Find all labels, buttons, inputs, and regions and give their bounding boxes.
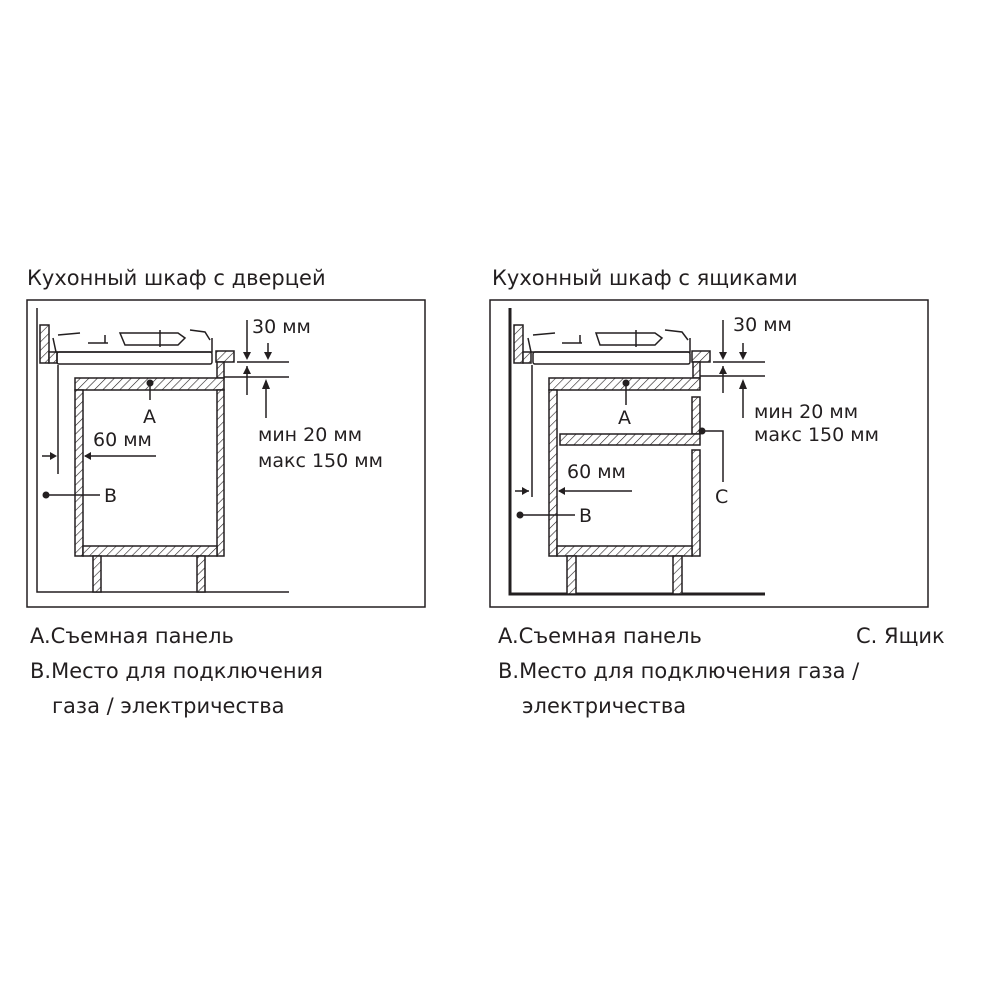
drawer-c: [559, 433, 701, 446]
left-frame: [26, 299, 426, 608]
label-a: A: [143, 406, 156, 428]
legend-a: A.Съемная панель: [498, 624, 702, 648]
cabinet-bottom: [82, 545, 218, 557]
leg: [92, 555, 102, 593]
leg: [196, 555, 206, 593]
dim-30mm: 30 мм: [252, 316, 311, 338]
legend-b-cont: электричества: [522, 694, 686, 718]
legend-b-cont: газа / электричества: [52, 694, 284, 718]
front-strip: [216, 361, 225, 379]
point-a: [146, 379, 154, 387]
cabinet-side-right: [216, 389, 225, 557]
point-c: [698, 427, 706, 435]
countertop-left: [522, 351, 532, 364]
drawer-front-upper: [691, 396, 701, 435]
dim-max: макс 150 мм: [258, 450, 383, 472]
right-frame: [489, 299, 929, 608]
countertop-left: [48, 351, 58, 364]
dim-min: мин 20 мм: [754, 401, 858, 423]
countertop-right: [691, 350, 711, 363]
leg: [672, 555, 683, 595]
arrowheads: [516, 352, 747, 519]
dim-max: макс 150 мм: [754, 424, 879, 446]
legend-a: A.Съемная панель: [30, 624, 234, 648]
drawer-front-lower: [691, 449, 701, 557]
point-a: [622, 379, 630, 387]
label-b: B: [104, 485, 117, 507]
wall-block: [39, 324, 50, 364]
legend-b: B.Место для подключения: [30, 659, 323, 683]
countertop-right: [215, 350, 235, 363]
cabinet-side-left: [548, 389, 558, 557]
cabinet-bottom: [556, 545, 693, 557]
arrowheads: [42, 352, 272, 499]
cabinet-with-door-diagram: Кухонный шкаф с дверцей 30 мм мин 20 мм …: [26, 266, 426, 718]
right-title: Кухонный шкаф с ящиками: [492, 266, 798, 290]
label-b: B: [579, 505, 592, 527]
dim-min: мин 20 мм: [258, 424, 362, 446]
dimension-lines: [42, 320, 289, 496]
dim-30mm: 30 мм: [733, 314, 792, 336]
hob: [52, 329, 213, 365]
dim-60mm: 60 мм: [567, 461, 626, 483]
wall-block: [513, 324, 524, 364]
dim-60mm: 60 мм: [93, 429, 152, 451]
legend-c: C. Ящик: [856, 624, 945, 648]
front-strip: [692, 361, 701, 379]
point-b: [42, 491, 50, 499]
label-c: C: [715, 486, 728, 508]
left-title: Кухонный шкаф с дверцей: [27, 266, 326, 290]
label-a: A: [618, 407, 631, 429]
legend-b: B.Место для подключения газа /: [498, 659, 860, 683]
point-b: [516, 511, 524, 519]
leg: [566, 555, 577, 595]
cabinet-with-drawers-diagram: Кухонный шкаф с ящиками 30 мм мин 20 мм …: [489, 266, 945, 718]
hob: [527, 329, 691, 365]
cabinet-side-left: [74, 389, 84, 557]
